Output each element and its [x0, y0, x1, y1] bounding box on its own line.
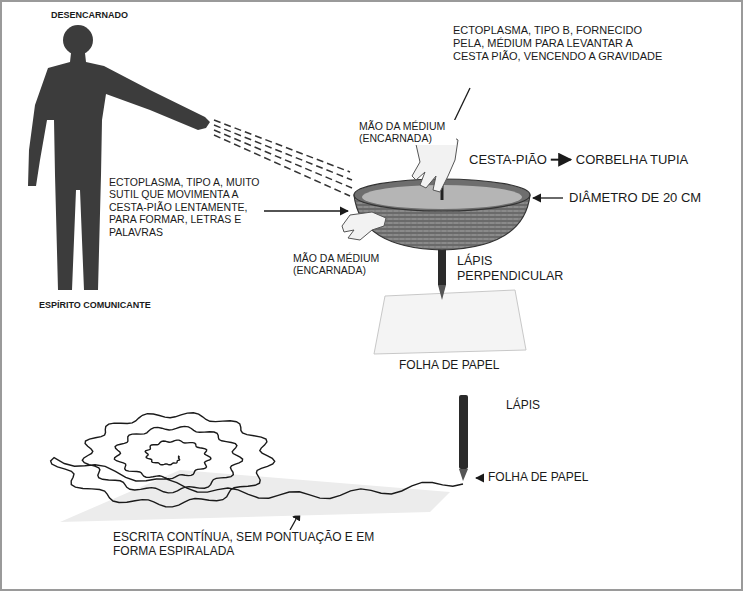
pencil	[459, 395, 468, 481]
note-label: ESCRITA CONTÍNUA, SEM PONTUAÇÃO E EM FOR…	[112, 530, 389, 558]
figure-label: DESENCARNADO	[50, 10, 129, 21]
spiral-writing	[51, 413, 463, 507]
part-label: LÁPIS	[505, 398, 541, 412]
dimension-label: DIÂMETRO DE 20 CM	[568, 190, 702, 205]
figure-label: ESPÍRITO COMUNICANTE	[38, 300, 152, 311]
medium-hand	[342, 132, 458, 240]
part-label: FOLHA DE PAPEL	[487, 470, 589, 484]
spirit-silhouette	[28, 25, 210, 290]
ectoplasm-note: ECTOPLASMA, TIPO B, FORNECIDO PELA, MÉDI…	[452, 24, 669, 63]
rename-arrow	[551, 159, 571, 161]
part-label: LÁPIS PERPENDICULAR	[456, 254, 573, 284]
hand-label: MÃO DA MÉDIUM (ENCARNADA)	[358, 120, 456, 145]
basket-name: CESTA-PIÃO	[468, 152, 548, 167]
ectoplasm-note: ECTOPLASMA, TIPO A, MUITO SUTIL QUE MOVI…	[108, 176, 264, 238]
leader-arrows	[264, 88, 563, 530]
hand-label: MÃO DA MÉDIUM (ENCARNADA)	[292, 252, 390, 277]
paper-sheet	[374, 290, 526, 354]
part-label: FOLHA DE PAPEL	[398, 358, 500, 372]
basket-name: CORBELHA TUPIA	[575, 152, 689, 167]
basket-top	[354, 179, 530, 250]
